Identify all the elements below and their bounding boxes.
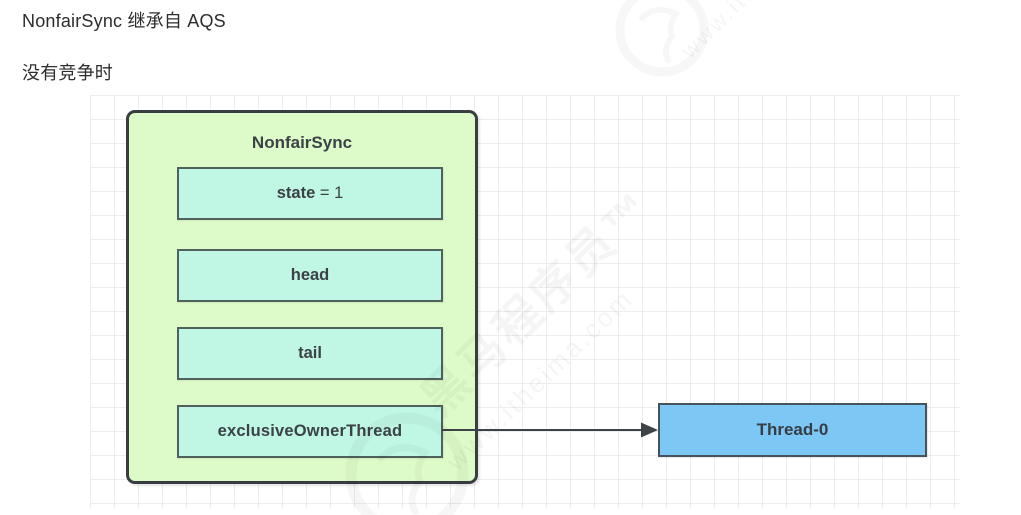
nonfairsync-class-box: NonfairSync state = 1 head tail exclusiv… <box>126 110 478 484</box>
watermark-url-text: www.itheima.com <box>677 0 848 64</box>
field-state-value: = 1 <box>315 184 344 202</box>
arrow-exclusiveownerthread-to-thread0 <box>442 422 658 438</box>
thread0-box: Thread-0 <box>658 403 927 457</box>
field-state-name: state <box>276 184 316 202</box>
field-tail: tail <box>177 327 443 380</box>
field-state: state = 1 <box>177 167 443 220</box>
heading-nonfairsync-inherits-aqs: NonfairSync 继承自 AQS <box>22 11 226 31</box>
field-head: head <box>177 249 443 302</box>
heading-no-contention: 没有竞争时 <box>22 63 113 83</box>
class-title: NonfairSync <box>251 133 353 152</box>
watermark-logo-icon <box>610 0 714 84</box>
field-exclusive-owner-thread: exclusiveOwnerThread <box>177 405 443 458</box>
